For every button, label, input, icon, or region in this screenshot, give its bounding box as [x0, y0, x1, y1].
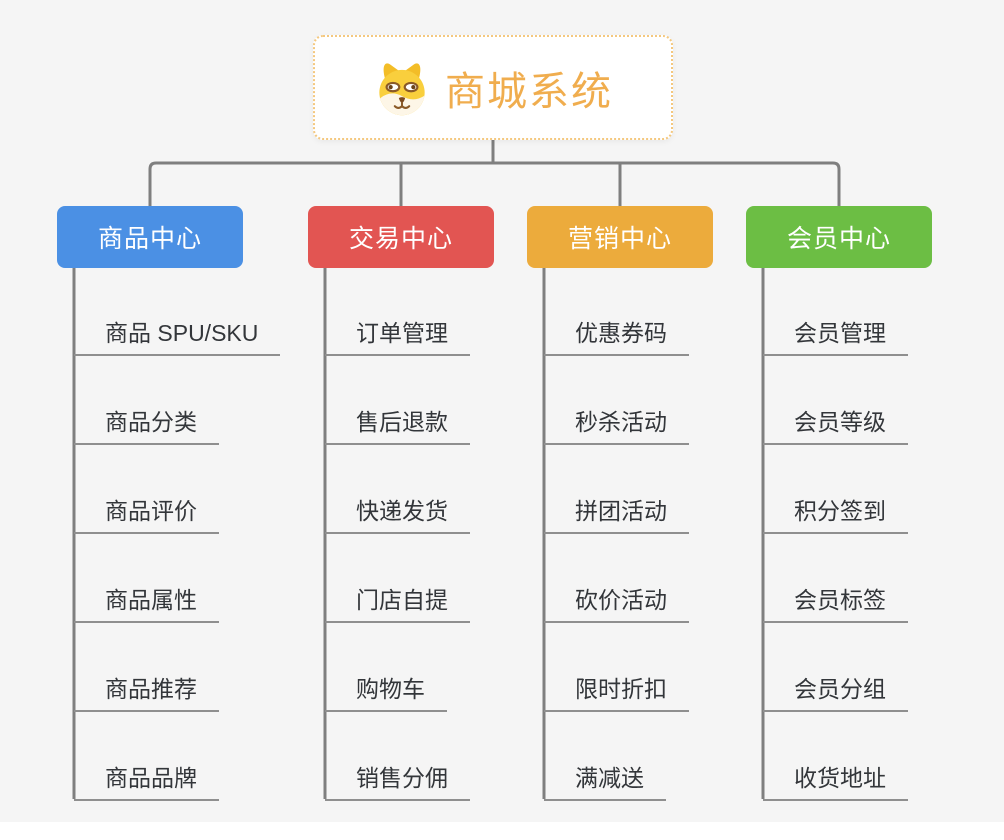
leaf-node[interactable]: 积分签到 [763, 498, 908, 534]
leaf-label: 会员分组 [794, 676, 886, 702]
leaf-label: 拼团活动 [575, 498, 667, 524]
branch-node-member-center[interactable]: 会员中心 [746, 206, 932, 268]
leaf-node[interactable]: 商品评价 [74, 498, 219, 534]
root-title: 商城系统 [445, 69, 613, 114]
leaf-node[interactable]: 秒杀活动 [544, 409, 689, 445]
leaf-node[interactable]: 商品品牌 [74, 765, 219, 801]
leaf-node[interactable]: 会员标签 [763, 587, 908, 623]
canvas-bottom-edge [0, 822, 1004, 840]
leaf-node[interactable]: 会员管理 [763, 320, 908, 356]
leaf-label: 收货地址 [794, 765, 886, 791]
leaf-label: 限时折扣 [575, 676, 667, 702]
leaf-node[interactable]: 商品推荐 [74, 676, 219, 712]
leaf-node[interactable]: 优惠券码 [544, 320, 689, 356]
leaf-label: 销售分佣 [356, 765, 448, 791]
branch-node-marketing-center[interactable]: 营销中心 [527, 206, 713, 268]
leaf-label: 门店自提 [356, 587, 448, 613]
leaf-label: 快递发货 [356, 498, 448, 524]
leaf-label: 购物车 [356, 676, 425, 702]
leaf-node[interactable]: 订单管理 [325, 320, 470, 356]
leaf-label: 秒杀活动 [575, 409, 667, 435]
leaf-label: 满减送 [575, 765, 644, 791]
leaf-node[interactable]: 商品分类 [74, 409, 219, 445]
leaf-label: 售后退款 [356, 409, 448, 435]
leaf-node[interactable]: 商品属性 [74, 587, 219, 623]
branch-label: 商品中心 [97, 225, 202, 253]
leaf-node[interactable]: 满减送 [544, 765, 666, 801]
leaf-node[interactable]: 拼团活动 [544, 498, 689, 534]
leaf-node[interactable]: 门店自提 [325, 587, 470, 623]
leaf-node[interactable]: 砍价活动 [544, 587, 689, 623]
branch-label: 会员中心 [786, 225, 891, 253]
leaf-node[interactable]: 快递发货 [325, 498, 470, 534]
root-node[interactable]: 商城系统 [313, 35, 673, 140]
leaf-label: 商品品牌 [105, 765, 197, 791]
branch-node-product-center[interactable]: 商品中心 [57, 206, 243, 268]
leaf-label: 砍价活动 [575, 587, 667, 613]
leaf-label: 商品推荐 [105, 676, 197, 702]
leaf-label: 商品评价 [105, 498, 197, 524]
leaf-label: 商品属性 [105, 587, 197, 613]
branch-label: 交易中心 [348, 225, 453, 253]
leaf-node[interactable]: 会员等级 [763, 409, 908, 445]
doge-face-icon [379, 62, 425, 115]
leaf-node[interactable]: 销售分佣 [325, 765, 470, 801]
leaf-label: 商品 SPU/SKU [105, 320, 259, 346]
branch-label: 营销中心 [567, 225, 672, 253]
leaf-node[interactable]: 会员分组 [763, 676, 908, 712]
leaf-node[interactable]: 收货地址 [763, 765, 908, 801]
leaf-node[interactable]: 商品 SPU/SKU [74, 320, 281, 356]
leaf-label: 积分签到 [794, 498, 886, 524]
leaf-label: 商品分类 [105, 409, 197, 435]
branch-node-trade-center[interactable]: 交易中心 [308, 206, 494, 268]
leaf-label: 会员等级 [794, 409, 886, 435]
leaf-label: 优惠券码 [575, 320, 667, 346]
leaf-label: 会员标签 [794, 587, 886, 613]
leaf-node[interactable]: 购物车 [325, 676, 447, 712]
leaf-label: 会员管理 [794, 320, 886, 346]
leaf-node[interactable]: 售后退款 [325, 409, 470, 445]
leaf-node[interactable]: 限时折扣 [544, 676, 689, 712]
leaf-label: 订单管理 [356, 320, 448, 346]
